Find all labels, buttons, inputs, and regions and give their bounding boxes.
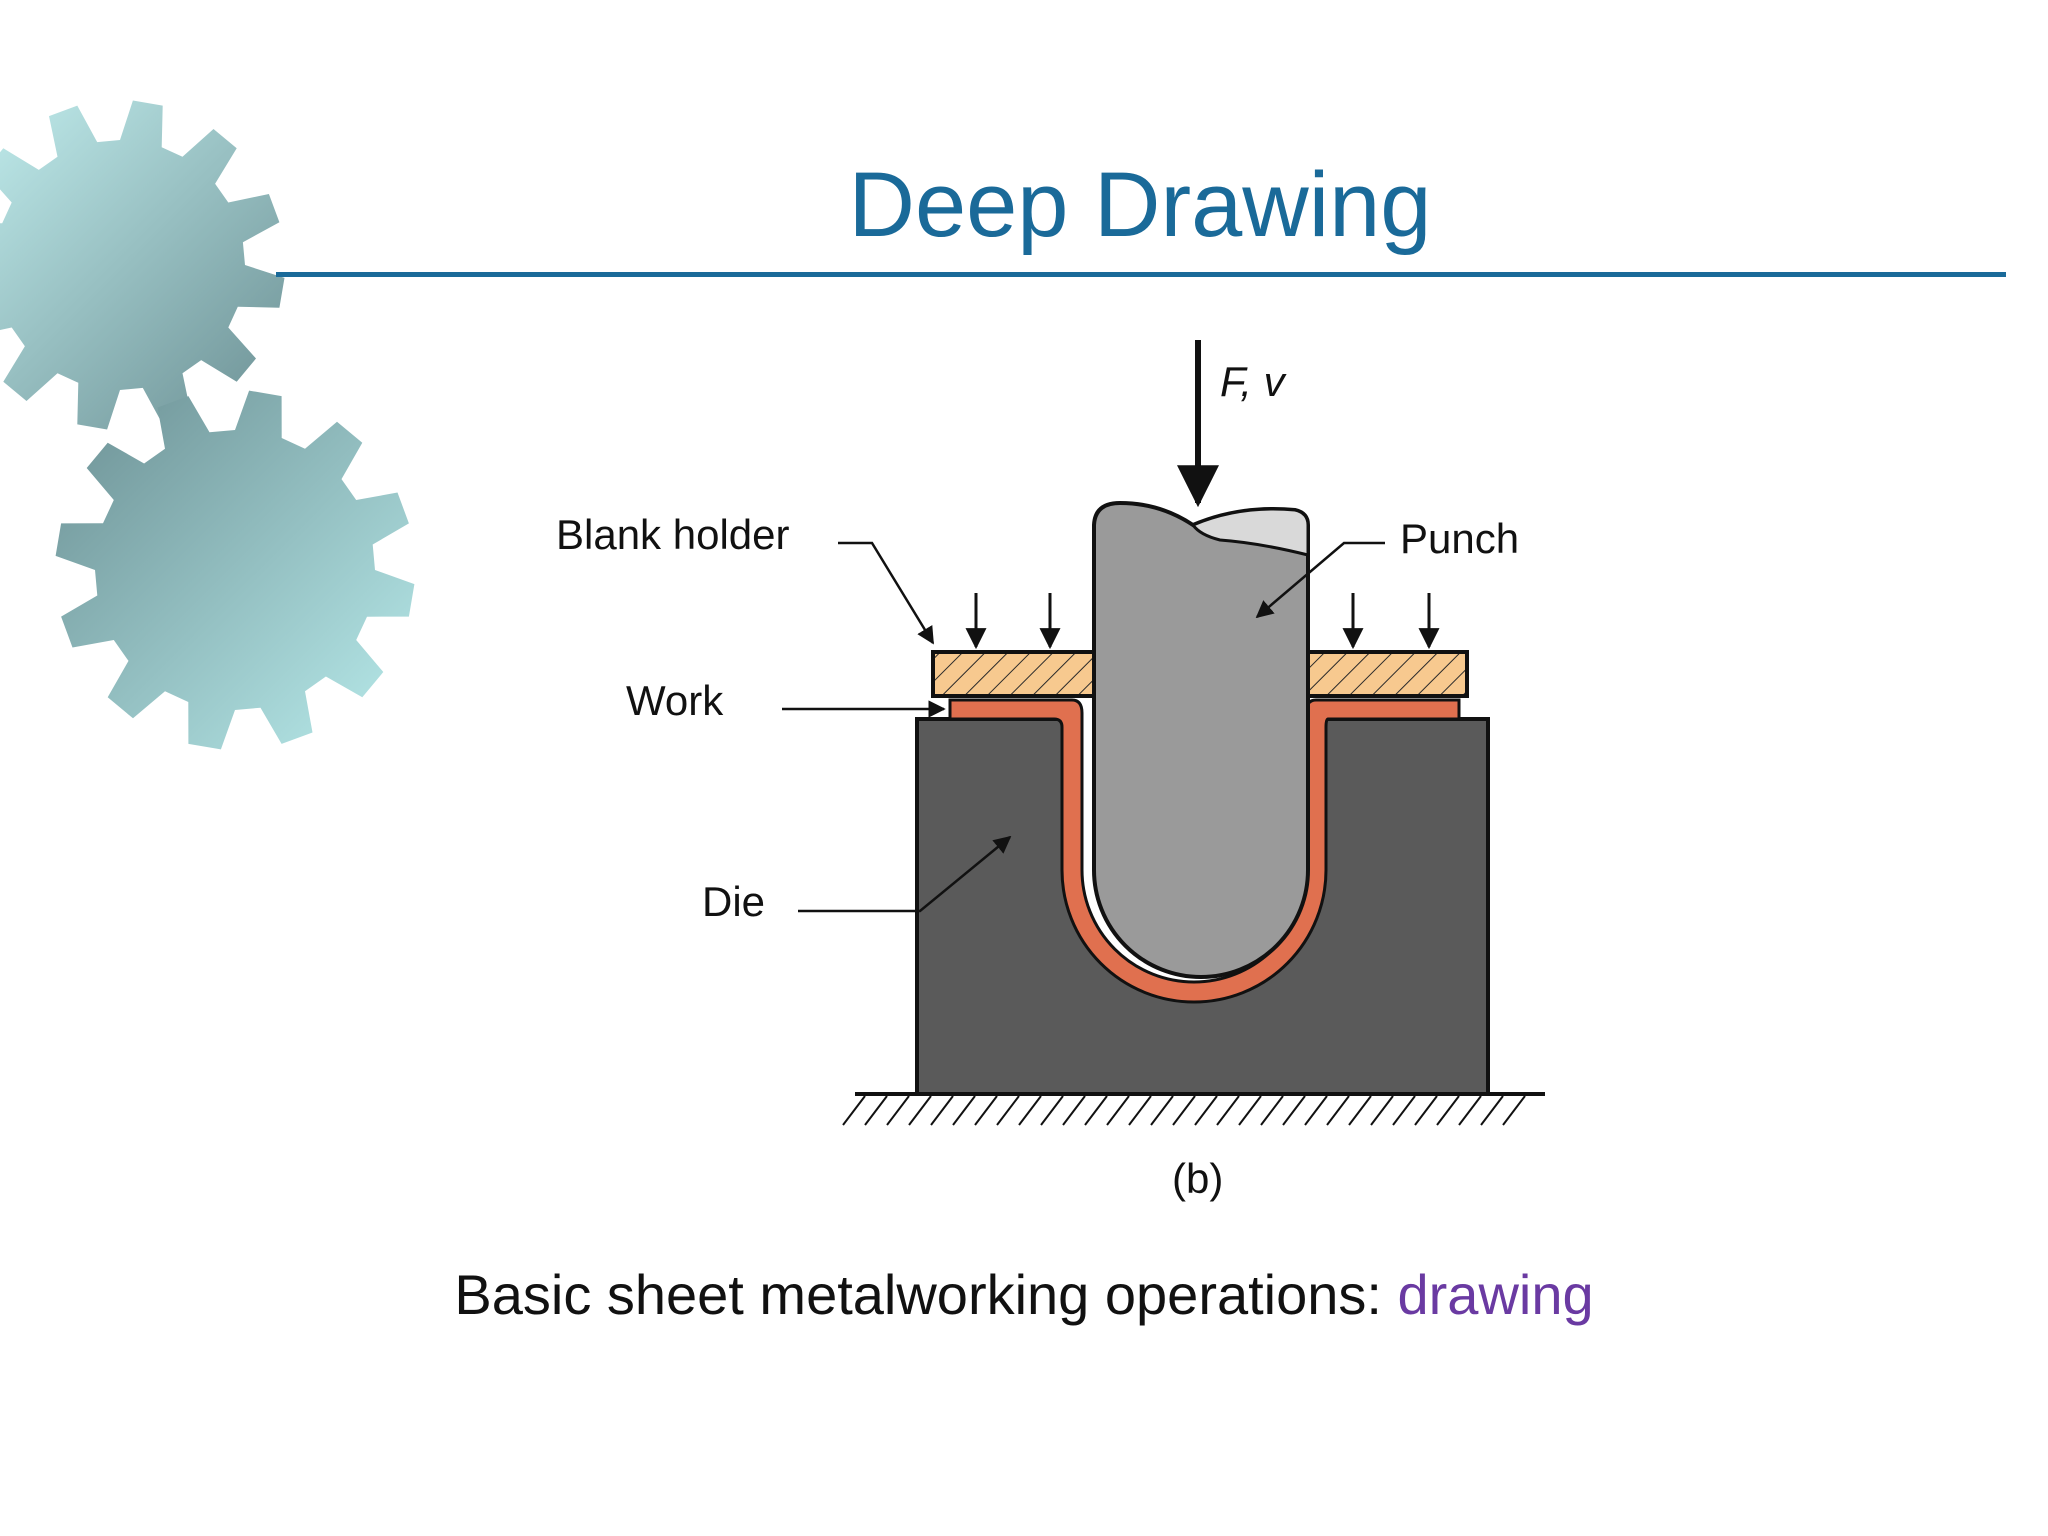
deep-drawing-diagram: F, v Blank holder Work Die Punch (b): [520, 325, 1570, 1225]
die-leader: [798, 835, 1012, 913]
punch-leader: [1255, 541, 1385, 619]
die-label: Die: [702, 878, 766, 925]
gear-large-icon: [0, 100, 285, 430]
punch-top-face: [1190, 507, 1310, 557]
gear-small-icon: [55, 390, 415, 750]
caption-text: Basic sheet metalworking operations:: [454, 1263, 1398, 1326]
blank-holder-leader: [838, 541, 935, 645]
diagram-svg: [782, 340, 1545, 1126]
holder-pressure-arrows: [965, 593, 1440, 650]
workpiece-shape: [948, 698, 1461, 1004]
title-divider: [276, 272, 2006, 277]
punch-label: Punch: [1400, 515, 1520, 562]
punch-shape: [1092, 500, 1310, 979]
caption-keyword: drawing: [1397, 1263, 1594, 1326]
blank-holder-right: [1300, 650, 1469, 698]
blank-holder-left: [931, 650, 1101, 698]
slide-caption: Basic sheet metalworking operations: dra…: [0, 1262, 2048, 1328]
blank-holder-label: Blank holder: [556, 511, 790, 558]
ground-hatching: [842, 1092, 1545, 1126]
figure-tag: (b): [1172, 1155, 1224, 1202]
slide-title: Deep Drawing: [848, 154, 1432, 256]
work-label: Work: [626, 677, 724, 724]
gears-decoration-icon: [0, 100, 415, 750]
force-velocity-label: F, v: [1220, 358, 1285, 405]
